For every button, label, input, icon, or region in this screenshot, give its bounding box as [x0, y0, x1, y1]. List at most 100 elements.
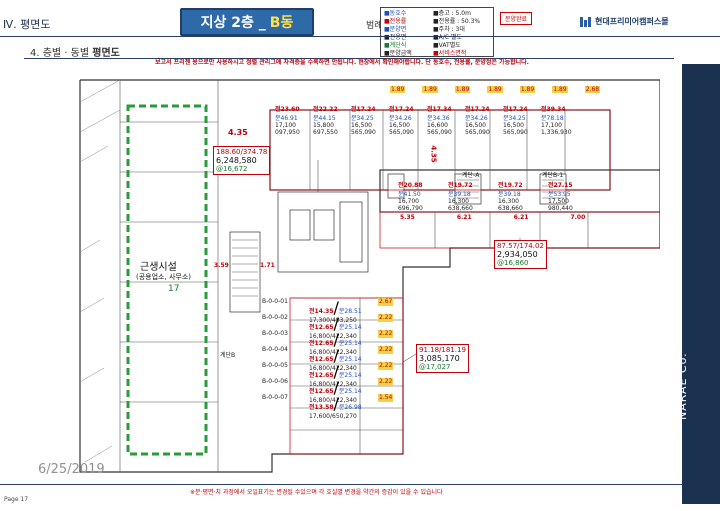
unit-total-price: 565,090	[351, 129, 376, 136]
unit-exclusive-area: 전19.72	[498, 182, 523, 189]
dimension-label: 1.89	[552, 86, 568, 93]
legend-column-2: ■층고 : 5.0m ■전용률 : 50.3% ■주차 : 3대 ■A/C 별도…	[433, 10, 480, 58]
footer-note: ※분·평면·치 과정에서 오일표기는 변경될 수있으며 각 호실별 변경을 약간…	[190, 489, 443, 496]
unit-sale-area: 분25.14	[338, 388, 362, 395]
unit-price-per: 16,500	[351, 122, 372, 129]
key-area: 188.60/374.78	[216, 148, 268, 156]
legend-heading: 범례	[366, 21, 383, 31]
unit-total-price: 980,440	[548, 205, 573, 212]
key-unit-price: @16,860	[497, 259, 529, 267]
unit-exclusive-area: 전20.88	[398, 182, 423, 189]
legend-item: ■전용률 : 50.3%	[433, 18, 481, 25]
stair-label-b: 계단B-1	[542, 172, 564, 179]
unit-code: B-0-0-02	[262, 314, 288, 321]
unit-cell: 전17.24 분34.26 16,500 565,090	[389, 104, 422, 136]
unit-exclusive-area: 전39.34	[541, 106, 566, 113]
dimension-label: 1.89	[519, 86, 536, 93]
stair-label-a: 계단-A	[462, 172, 480, 179]
left-dimension-2: 1.71	[260, 262, 275, 269]
subheader-rule	[24, 58, 674, 59]
unit-sale-area: 분39.18	[448, 191, 471, 198]
unit-price-per: 16,300	[448, 198, 469, 205]
key-unit-price: @16,672	[216, 165, 248, 173]
side-dimension: 2.67	[378, 298, 394, 306]
unit-exclusive-area: 전13.58	[309, 404, 334, 411]
unit-price-per: 16,600	[427, 122, 448, 129]
unit-cell: 전17.24 분34.26 16,500 565,090	[465, 104, 498, 136]
unit-total-price: 565,090	[465, 129, 490, 136]
unit-price-per: 15,800	[313, 122, 334, 129]
legend-item: ■A/C 별도	[433, 34, 462, 41]
key-box-low: 91.18/181.19 3,085,170 @17,027	[416, 344, 469, 373]
side-dimension: 2.22	[378, 362, 394, 370]
floor-plan-drawing	[79, 79, 660, 473]
unit-cell: 전20.88 분41.50 16,700 696,790	[398, 180, 434, 212]
unit-cell: 전17.34 분34.36 16,600 565,090	[427, 104, 460, 136]
side-dimension: 2.22	[378, 378, 394, 386]
unit-sale-area: 분34.25	[503, 115, 526, 122]
unit-cell: 전23.60 분46.91 17,100 097,950	[275, 104, 308, 136]
side-dimension: 2.22	[378, 314, 394, 322]
lower-unit-row: B-0-0-06 전12.65/분25.14 16,800/422,340 2.…	[262, 378, 394, 404]
unit-exclusive-area: 전17.24	[465, 106, 490, 113]
unit-price: 17,600/650,270	[309, 413, 357, 420]
page-number: Page 17	[4, 496, 29, 503]
unit-sale-area: 분25.14	[338, 324, 362, 331]
unit-cell: 전17.24 분34.25 16,500 565,090	[351, 104, 384, 136]
top-units-row: 전23.60 분46.91 17,100 097,950 전22.22 분44.…	[275, 104, 581, 136]
legend-item: ■분양금액	[384, 50, 412, 57]
unit-exclusive-area: 전14.35	[309, 308, 334, 315]
unit-price-per: 16,300	[498, 198, 519, 205]
unit-sale-area: 분34.36	[427, 115, 450, 122]
unit-price: 17,300/493,250	[309, 317, 357, 324]
dimension-label: 1.89	[390, 86, 406, 93]
unit-sale-area: 분34.25	[351, 115, 374, 122]
floor-title-box: 지상 2층 _ B동	[180, 8, 314, 36]
unit-total-price: 097,950	[275, 129, 300, 136]
key-unit-price: @17,027	[419, 363, 451, 371]
lower-unit-row: B-0-0-02 전12.65/분25.14 16,800/422,340 2.…	[262, 314, 394, 340]
unit-total-price: 696,790	[398, 205, 423, 212]
unit-exclusive-area: 전17.24	[503, 106, 528, 113]
legend-item: ■서비스면적	[433, 50, 467, 57]
entry-label: 계단B	[220, 352, 236, 359]
lower-unit-row: B-0-0-04 전12.65/분25.14 16,800/422,340 2.…	[262, 346, 394, 372]
unit-price: 16,800/422,340	[309, 349, 357, 356]
unit-total-price: 565,090	[389, 129, 414, 136]
unit-sale-area: 분25.14	[338, 372, 362, 379]
unit-price: 16,800/422,340	[309, 397, 357, 404]
left-block-subtitle: (공용업소, 사무소)	[136, 273, 191, 281]
mid-dimension-row: 5.35 6.21 6.21 7.00	[400, 214, 585, 221]
unit-sale-area: 분44.15	[313, 115, 336, 122]
lower-unit-row: B-0-0-03 전12.65/분25.14 16,800/422,340 2.…	[262, 330, 394, 356]
sold-out-badge: 분양완료	[500, 12, 532, 25]
unit-code: B-0-0-03	[262, 330, 288, 337]
unit-cell: 전39.34 분78.18 17,100 1,336,930	[541, 104, 581, 136]
unit-sale-area: 분34.26	[465, 115, 488, 122]
lower-unit-row: B-0-0-05 전12.65/분25.14 16,800/422,340 2.…	[262, 362, 394, 388]
unit-sale-area: 분26.98	[338, 404, 362, 411]
unit-sale-area: 분46.91	[275, 115, 298, 122]
left-block-number: 17	[168, 284, 180, 294]
legend-item: ■전용률	[384, 18, 407, 25]
lower-unit-row: B-0-0-07 전13.58/분26.98 17,600/650,270 1.…	[262, 394, 394, 420]
unit-exclusive-area: 전27.15	[548, 182, 573, 189]
unit-code: B-0-0-07	[262, 394, 288, 401]
mid-dimension: 4.35	[429, 145, 438, 163]
side-dimension: 2.22	[378, 346, 394, 354]
unit-exclusive-area: 전12.65	[309, 372, 334, 379]
unit-price-per: 16,500	[389, 122, 410, 129]
key-area: 87.57/174.02	[497, 242, 544, 250]
unit-total-price: 638,660	[448, 205, 473, 212]
unit-code: B-0-0-04	[262, 346, 288, 353]
side-dimension: 2.22	[378, 330, 394, 338]
lower-units-list: B-0-0-01 전14.35/분28.51 17,300/493,250 2.…	[262, 298, 394, 420]
subheading-bold: 평면도	[92, 48, 120, 59]
company-logo: 현대프리미어캠퍼스몰	[580, 16, 669, 27]
legend-item: ■동호수	[384, 10, 407, 17]
legend-item: ■계단식	[384, 42, 407, 49]
unit-exclusive-area: 전12.65	[309, 324, 334, 331]
unit-price-per: 17,100	[275, 122, 296, 129]
dimension-label: 7.00	[570, 214, 586, 221]
unit-exclusive-area: 전12.65	[309, 340, 334, 347]
